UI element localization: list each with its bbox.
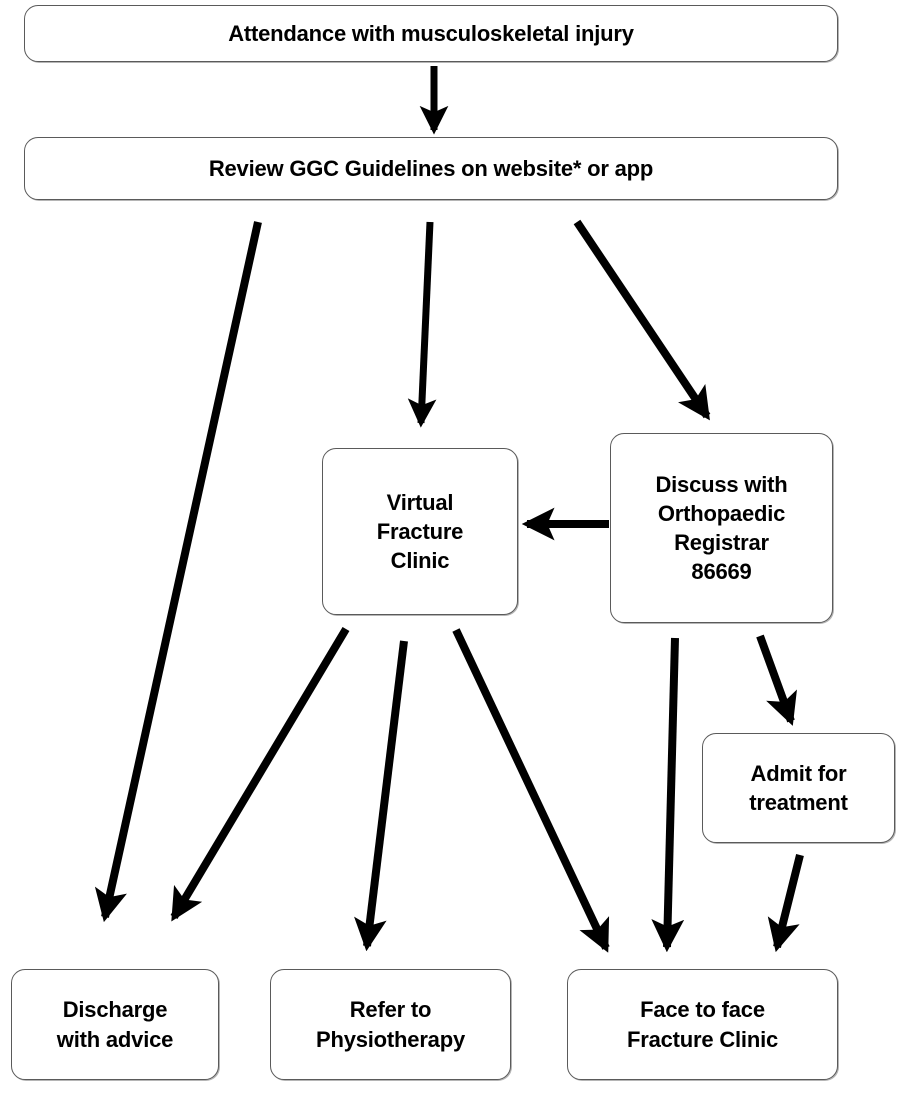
edge-admit-to-face-to-face (767, 854, 804, 953)
node-face-to-face-fracture-clinic[interactable]: Face to face Fracture Clinic (567, 969, 838, 1080)
node-discharge-with-advice[interactable]: Discharge with advice (11, 969, 219, 1080)
node-review-ggc-guidelines[interactable]: Review GGC Guidelines on website* or app (24, 137, 838, 200)
node-attendance[interactable]: Attendance with musculoskeletal injury (24, 5, 838, 62)
node-discharge-with-advice-label: Discharge with advice (56, 997, 174, 1052)
edge-virtual-fracture-clinic-to-face-to-face (452, 628, 610, 953)
edge-discuss-orthopaedic-to-face-to-face (651, 637, 685, 953)
edge-discuss-orthopaedic-to-admit (756, 634, 797, 726)
node-virtual-fracture-clinic[interactable]: Virtual Fracture Clinic (322, 448, 518, 615)
node-attendance-label: Attendance with musculoskeletal injury (228, 20, 634, 46)
node-admit-for-treatment-label: Admit for treatment (749, 760, 848, 815)
edge-virtual-fracture-clinic-to-discharge (170, 626, 350, 922)
edge-review-to-discuss-orthopaedic (573, 219, 711, 421)
edge-review-to-discharge (94, 221, 262, 923)
node-admit-for-treatment[interactable]: Admit for treatment (702, 733, 895, 843)
node-face-to-face-fracture-clinic-label: Face to face Fracture Clinic (626, 997, 779, 1052)
node-review-ggc-guidelines-label: Review GGC Guidelines on website* or app (208, 155, 654, 181)
edge-virtual-fracture-clinic-to-refer-physio (354, 640, 408, 952)
node-virtual-fracture-clinic-label: Virtual Fracture Clinic (376, 489, 464, 574)
node-discuss-orthopaedic-registrar-label: Discuss with Orthopaedic Registrar 86669 (655, 471, 788, 585)
node-discuss-orthopaedic-registrar[interactable]: Discuss with Orthopaedic Registrar 86669 (610, 433, 833, 623)
node-refer-to-physiotherapy[interactable]: Refer to Physiotherapy (270, 969, 511, 1080)
edge-review-to-virtual-fracture-clinic (407, 221, 437, 428)
node-refer-to-physiotherapy-label: Refer to Physiotherapy (315, 997, 465, 1052)
